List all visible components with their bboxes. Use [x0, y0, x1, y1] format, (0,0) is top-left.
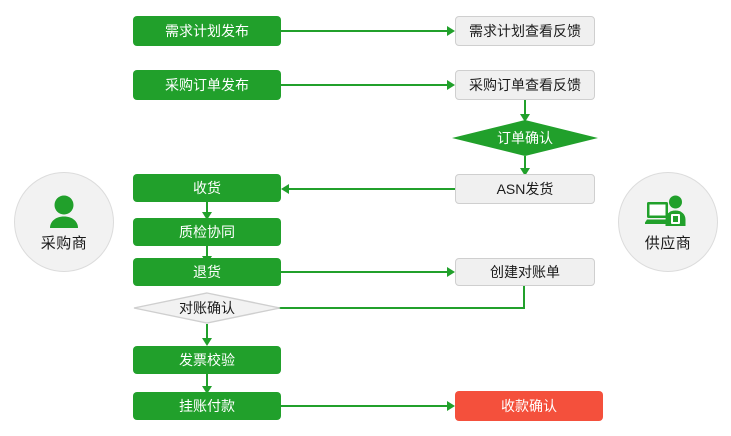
edge-statement-confirm-to-invoice [206, 324, 208, 340]
person-icon [50, 195, 78, 228]
actor-supplier-label: 供应商 [644, 235, 692, 252]
arrowhead-po-publish [447, 80, 455, 90]
node-po-feedback[interactable]: 采购订单查看反馈 [455, 70, 595, 100]
arrowhead-payment [202, 386, 212, 394]
arrowhead-demand-plan [447, 26, 455, 36]
node-label: 需求计划查看反馈 [469, 23, 581, 39]
node-label: ASN发货 [496, 181, 554, 197]
arrowhead-asn [520, 168, 530, 176]
edge-po-publish [281, 84, 447, 86]
node-label: 创建对账单 [490, 264, 560, 280]
node-receipt-confirm[interactable]: 收款确认 [455, 391, 603, 421]
edge-demand-plan [281, 30, 447, 32]
node-label: 收款确认 [501, 398, 557, 414]
node-label: 采购订单查看反馈 [469, 77, 581, 93]
node-receive-goods[interactable]: 收货 [133, 174, 281, 202]
node-label: 挂账付款 [179, 398, 235, 414]
edge-statement-down [523, 286, 525, 309]
edge-order-confirm-to-asn [524, 156, 526, 170]
diamond-shape [133, 292, 281, 324]
node-payable-payment[interactable]: 挂账付款 [133, 392, 281, 420]
arrowhead-receipt [447, 401, 455, 411]
node-statement-confirm[interactable]: 对账确认 [133, 292, 281, 324]
node-invoice-verify[interactable]: 发票校验 [133, 346, 281, 374]
node-return-goods[interactable]: 退货 [133, 258, 281, 286]
node-demand-plan-publish[interactable]: 需求计划发布 [133, 16, 281, 46]
edge-statement-left [213, 307, 525, 309]
diamond-shape [452, 120, 598, 156]
node-demand-plan-feedback[interactable]: 需求计划查看反馈 [455, 16, 595, 46]
node-create-statement[interactable]: 创建对账单 [455, 258, 595, 286]
node-label: 采购订单发布 [165, 77, 249, 93]
actor-buyer-label: 采购商 [40, 235, 88, 252]
edge-asn-to-receive [289, 188, 455, 190]
arrowhead-statement [447, 267, 455, 277]
node-label: 退货 [193, 264, 221, 280]
edge-po-to-order-confirm [524, 100, 526, 116]
edge-qc-to-return [206, 246, 208, 258]
node-label: 需求计划发布 [165, 23, 249, 39]
arrowhead-invoice [202, 338, 212, 346]
arrowhead-qc [202, 212, 212, 220]
node-label: 对账确认 [179, 300, 235, 316]
node-label: 订单确认 [497, 130, 553, 146]
node-order-confirm[interactable]: 订单确认 [452, 120, 598, 156]
edge-receive-to-qc [206, 202, 208, 214]
arrowhead-order-confirm [520, 114, 530, 122]
node-po-publish[interactable]: 采购订单发布 [133, 70, 281, 100]
node-label: 收货 [193, 180, 221, 196]
node-asn-ship[interactable]: ASN发货 [455, 174, 595, 204]
node-quality-check[interactable]: 质检协同 [133, 218, 281, 246]
node-label: 质检协同 [179, 224, 235, 240]
edge-return-to-statement [281, 271, 447, 273]
person-at-computer-icon [645, 195, 686, 226]
actor-supplier[interactable]: 供应商 [618, 172, 718, 272]
node-label: 发票校验 [179, 352, 235, 368]
edge-invoice-to-payment [206, 374, 208, 388]
arrowhead-receive [281, 184, 289, 194]
edge-payment-to-receipt [281, 405, 447, 407]
actor-buyer[interactable]: 采购商 [14, 172, 114, 272]
